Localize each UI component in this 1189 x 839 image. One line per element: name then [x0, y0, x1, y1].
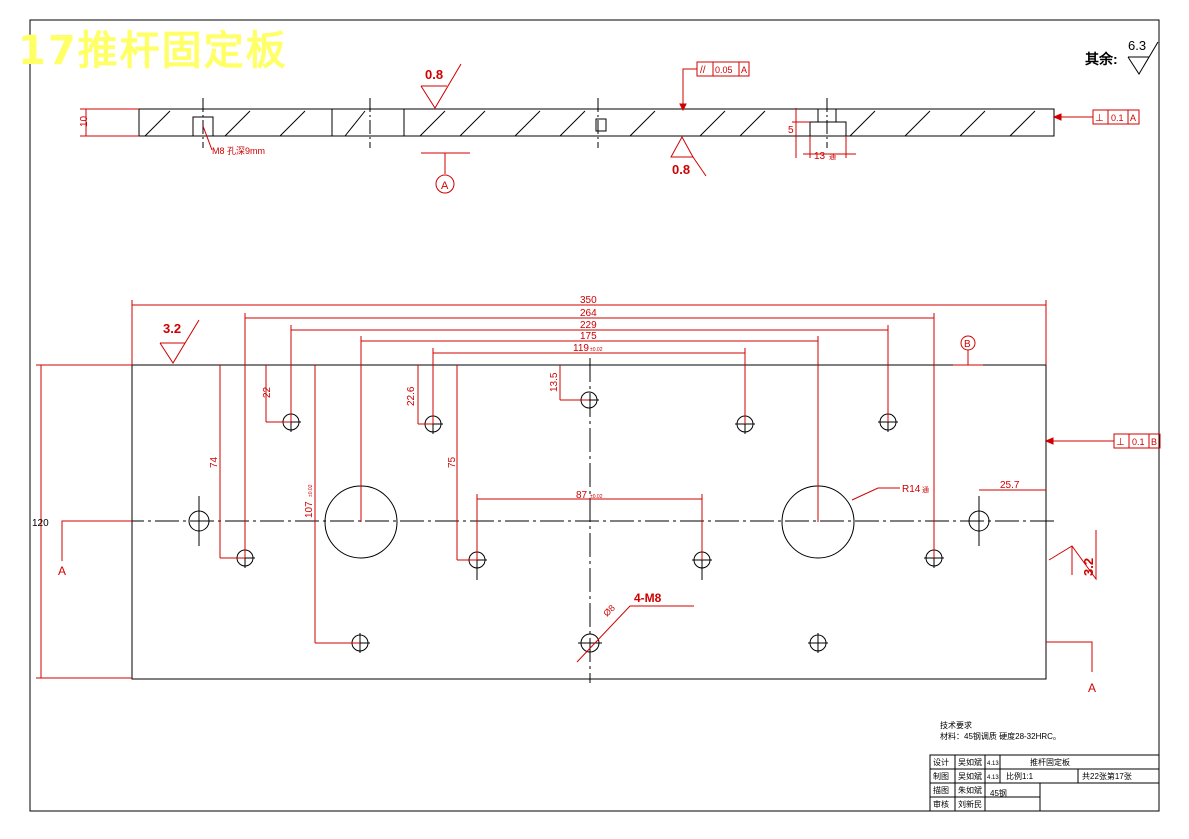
tb-r1-c4: 推杆固定板	[1030, 757, 1070, 767]
tb-r3-c1: 描图	[933, 785, 949, 795]
perp-b-symbol: ⊥	[1116, 437, 1125, 448]
parallelism-tolerance: 0.05	[715, 65, 733, 75]
section-marker-right: A	[1088, 681, 1096, 695]
perpendicularity-a-frame	[1052, 109, 1140, 125]
hatch-lines	[144, 110, 1036, 137]
perp-b-tolerance: 0.1	[1132, 437, 1145, 447]
section-cut-markers	[61, 520, 1093, 672]
dim-107: 107	[304, 501, 315, 518]
counterbore-depth: 5	[788, 125, 794, 136]
dim-120: 120	[32, 518, 49, 529]
m8-note: 4-M8	[634, 591, 662, 605]
counterbore-dia-suffix: 通	[829, 152, 836, 161]
radius-r14: R14	[902, 484, 921, 495]
dim-87: 87	[576, 490, 588, 501]
perp-b-datum: B	[1151, 437, 1157, 447]
dim-119: 119	[573, 343, 589, 354]
tb-r4-c1: 审核	[933, 799, 949, 809]
datum-b-label: B	[964, 339, 971, 350]
roughness-right-value: 3.2	[1081, 558, 1096, 576]
tb-r2-c3: 4.13	[987, 775, 999, 781]
radius-r14-suffix: 通	[922, 485, 929, 494]
small-hole-section	[595, 118, 607, 132]
dim-13-5: 13.5	[549, 372, 560, 392]
small-holes	[188, 391, 990, 653]
tech-notes-material: 材料：45钢调质 硬度28-32HRC。	[940, 731, 1061, 741]
tb-r1-c2: 吴如斌	[958, 757, 982, 767]
parallelism-datum: A	[741, 65, 747, 75]
counterbore-dia: 13	[814, 151, 826, 162]
dim-75: 75	[447, 456, 458, 468]
roughness-left	[159, 319, 200, 364]
datum-b-symbol	[953, 335, 983, 366]
counterbore-section	[809, 121, 847, 137]
roughness-left-value: 3.2	[163, 321, 181, 336]
dia-8: Ø8	[601, 603, 617, 619]
perp-a-tolerance: 0.1	[1111, 113, 1124, 123]
roughness-symbol	[1127, 41, 1159, 75]
dim-229: 229	[580, 320, 597, 331]
datum-a-label: A	[441, 180, 449, 192]
section-marker-left: A	[58, 564, 66, 578]
section-centerlines	[202, 98, 828, 148]
section-view: 10 M8 孔深9mm 0.8 0.8	[79, 61, 1140, 194]
tb-r3-c2: 朱如斌	[958, 785, 982, 795]
horizontal-dims	[131, 300, 1047, 560]
dim-25-7: 25.7	[1000, 480, 1020, 491]
general-roughness: 其余: 6.3	[1085, 38, 1159, 75]
dim-119-tol: ±0.02	[590, 347, 603, 353]
perp-a-symbol: ⊥	[1095, 113, 1104, 124]
thickness-dim: 10	[79, 115, 90, 127]
perpendicularity-b-frame	[1044, 433, 1161, 449]
general-roughness-label: 其余:	[1085, 51, 1118, 67]
dim-175: 175	[580, 331, 597, 342]
dim-87-tol: ±0.02	[590, 494, 603, 500]
tb-r2-c1: 制图	[933, 771, 949, 781]
dim-22: 22	[262, 386, 273, 398]
title-block	[929, 754, 1160, 812]
drawing-title: 17推杆固定板	[18, 28, 288, 74]
tb-r1-c1: 设计	[933, 757, 949, 767]
plate-section-outline	[138, 108, 1055, 137]
tb-r2-c4: 比例1:1	[1006, 771, 1034, 781]
dim-22-6: 22.6	[406, 386, 417, 406]
thread-note: M8 孔深9mm	[212, 146, 265, 156]
datum-a-symbol	[421, 152, 470, 194]
roughness-right	[1048, 530, 1097, 581]
tb-r2-c2: 吴如斌	[958, 771, 982, 781]
vertical-dims	[36, 364, 589, 679]
plan-centerlines	[120, 358, 1058, 683]
general-roughness-value: 6.3	[1128, 38, 1146, 53]
tb-r3-c4: 45钢	[990, 788, 1007, 798]
tb-r2-c5: 共22张第17张	[1082, 771, 1132, 781]
tech-notes-heading: 技术要求	[940, 720, 972, 730]
plate-outline	[131, 364, 1047, 680]
parallelism-symbol: //	[700, 65, 706, 76]
dim-107-tol: ±0.02	[308, 484, 314, 497]
parallelism-frame	[679, 61, 750, 112]
dim-264: 264	[580, 308, 597, 319]
dim-350: 350	[580, 295, 597, 306]
roughness-bottom-value: 0.8	[672, 162, 690, 177]
roughness-top	[420, 63, 462, 109]
dim-74: 74	[209, 456, 220, 468]
plan-view: 350 264 229 175 119 ±0.02 87 ±0.02 25.7 …	[32, 295, 1161, 695]
roughness-bottom	[670, 135, 707, 177]
roughness-top-value: 0.8	[425, 67, 443, 82]
tb-r4-c2: 刘新民	[958, 799, 982, 809]
perp-a-datum: A	[1130, 113, 1136, 123]
tb-r1-c3: 4.13	[987, 761, 999, 767]
drawing-border	[29, 19, 1160, 812]
